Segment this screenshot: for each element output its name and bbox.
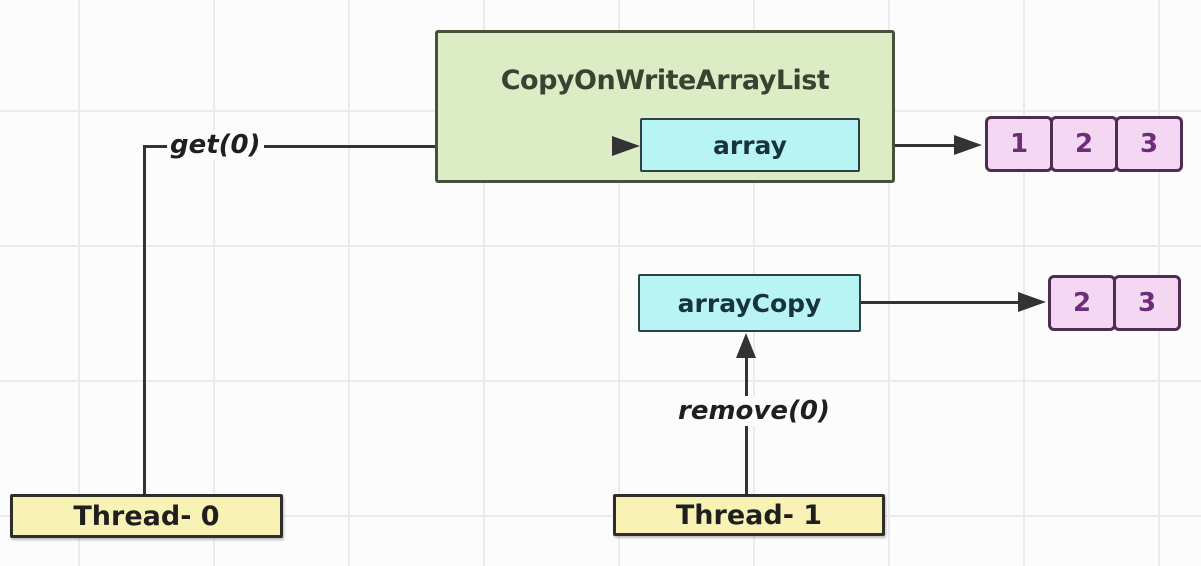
thread-1-label: Thread- 1 xyxy=(675,499,823,531)
array-to-cells-line xyxy=(858,144,955,147)
get-connector-horizontal-line xyxy=(143,145,614,148)
get-call-label: get(0) xyxy=(167,130,264,160)
copyonwritearraylist-title: CopyOnWriteArrayList xyxy=(500,65,830,96)
arraycopy-cells-row: 2 3 xyxy=(1048,275,1181,331)
thread-1-box: Thread- 1 xyxy=(613,494,885,536)
thread-0-label: Thread- 0 xyxy=(73,500,220,532)
arraycopy-to-cells-line xyxy=(859,301,1019,304)
array-cells-row: 1 2 3 xyxy=(985,116,1183,172)
array-to-cells-arrowhead-icon xyxy=(954,135,982,155)
array-cell-3: 3 xyxy=(1115,116,1183,172)
array-cell-2: 2 xyxy=(1050,116,1118,172)
arraycopy-box: arrayCopy xyxy=(638,274,861,332)
array-cell-1: 1 xyxy=(985,116,1053,172)
get-connector-vertical-line xyxy=(143,146,146,494)
array-field-box: array xyxy=(640,118,860,172)
arraycopy-cell-1: 2 xyxy=(1048,275,1116,331)
arraycopy-to-cells-arrowhead-icon xyxy=(1018,292,1046,312)
remove-arrowhead-icon xyxy=(736,333,756,358)
arraycopy-label: arrayCopy xyxy=(677,288,822,318)
array-field-label: array xyxy=(713,130,787,160)
arraycopy-cell-2: 3 xyxy=(1113,275,1181,331)
thread-0-box: Thread- 0 xyxy=(10,494,283,538)
remove-call-label: remove(0) xyxy=(675,396,831,426)
get-arrowhead-icon xyxy=(612,136,640,156)
